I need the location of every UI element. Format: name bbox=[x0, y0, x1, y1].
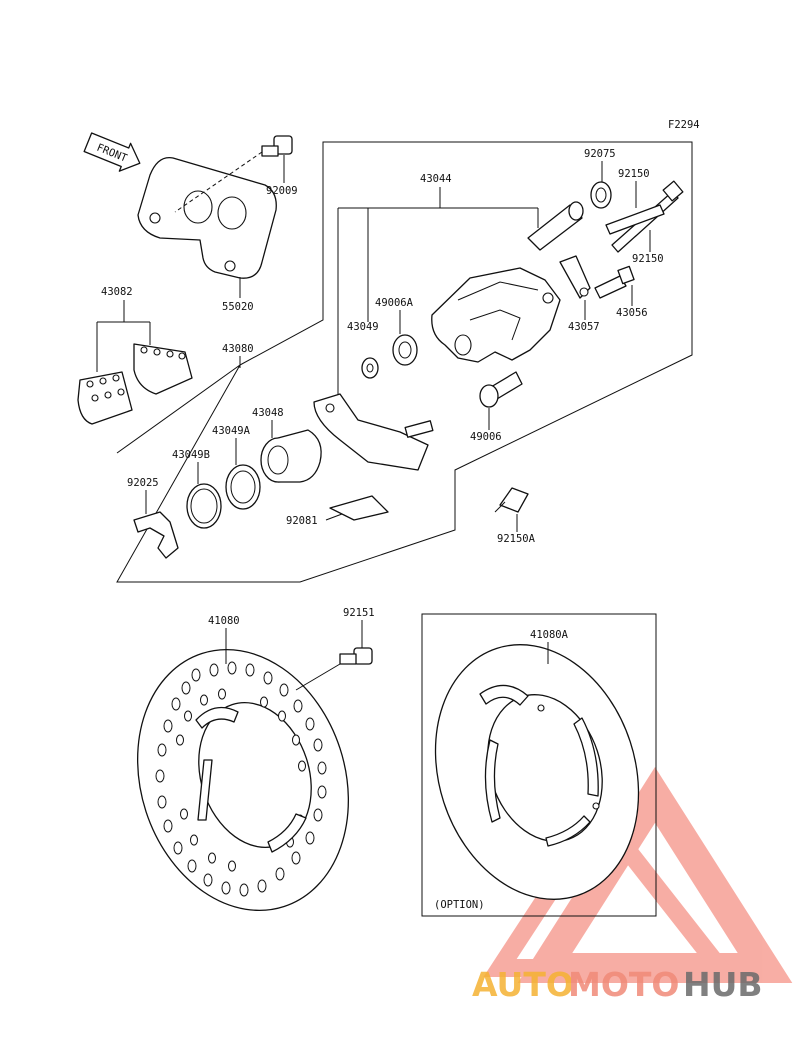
label-43080: 43080 bbox=[222, 343, 254, 355]
clip-92081 bbox=[329, 495, 389, 521]
label-55020: 55020 bbox=[222, 301, 254, 313]
bolt-92150A bbox=[494, 487, 529, 513]
seal-43049B bbox=[186, 483, 222, 529]
label-49006: 49006 bbox=[470, 431, 502, 443]
label-92150-top: 92150 bbox=[618, 168, 650, 180]
option-label: (OPTION) bbox=[434, 899, 485, 911]
bracket-55020 bbox=[137, 156, 277, 279]
figure-code: F2294 bbox=[668, 119, 700, 131]
brake-pad-right bbox=[133, 343, 193, 395]
label-92009: 92009 bbox=[266, 185, 298, 197]
svg-text:MOTO: MOTO bbox=[568, 965, 679, 1004]
label-92150A: 92150A bbox=[497, 533, 536, 545]
label-43082: 43082 bbox=[101, 286, 133, 298]
label-43056: 43056 bbox=[616, 307, 648, 319]
label-43057: 43057 bbox=[568, 321, 600, 333]
caliper-assembly-box bbox=[116, 141, 693, 583]
label-49006A: 49006A bbox=[375, 297, 414, 309]
link-43057 bbox=[559, 255, 591, 299]
label-43044: 43044 bbox=[420, 173, 452, 185]
label-92075: 92075 bbox=[584, 148, 616, 160]
label-43049A: 43049A bbox=[212, 425, 251, 437]
spring-92025 bbox=[133, 511, 179, 559]
label-43048: 43048 bbox=[252, 407, 284, 419]
slide-pin bbox=[527, 201, 584, 251]
watermark-text: AUTO MOTO HUB bbox=[472, 965, 763, 1004]
caliper-body bbox=[431, 267, 561, 363]
washer-43049 bbox=[361, 357, 379, 379]
label-92081: 92081 bbox=[286, 515, 318, 527]
bolt-92009 bbox=[174, 135, 293, 213]
label-41080: 41080 bbox=[208, 615, 240, 627]
bolt-49006 bbox=[479, 371, 523, 408]
svg-text:AUTO: AUTO bbox=[472, 965, 574, 1004]
svg-text:HUB: HUB bbox=[683, 965, 763, 1004]
boot-92075 bbox=[590, 181, 612, 209]
seal-49006A bbox=[392, 334, 418, 366]
bolt-92151 bbox=[295, 647, 373, 691]
brake-disc-41080A bbox=[434, 644, 640, 900]
piston-43048 bbox=[260, 429, 322, 483]
label-92025: 92025 bbox=[127, 477, 159, 489]
caliper-holder bbox=[313, 393, 434, 471]
label-41080A: 41080A bbox=[530, 629, 569, 641]
label-92150-bottom: 92150 bbox=[632, 253, 664, 265]
seal-43049A bbox=[225, 464, 261, 510]
front-arrow-icon bbox=[83, 132, 141, 172]
brake-pad-left bbox=[77, 371, 133, 425]
pin-92150-b bbox=[605, 204, 665, 235]
bleeder-43056 bbox=[594, 265, 635, 299]
brake-disc-41080 bbox=[136, 648, 350, 912]
label-43049: 43049 bbox=[347, 321, 379, 333]
option-box bbox=[421, 613, 657, 917]
label-43049B: 43049B bbox=[172, 449, 210, 461]
label-92151: 92151 bbox=[343, 607, 375, 619]
